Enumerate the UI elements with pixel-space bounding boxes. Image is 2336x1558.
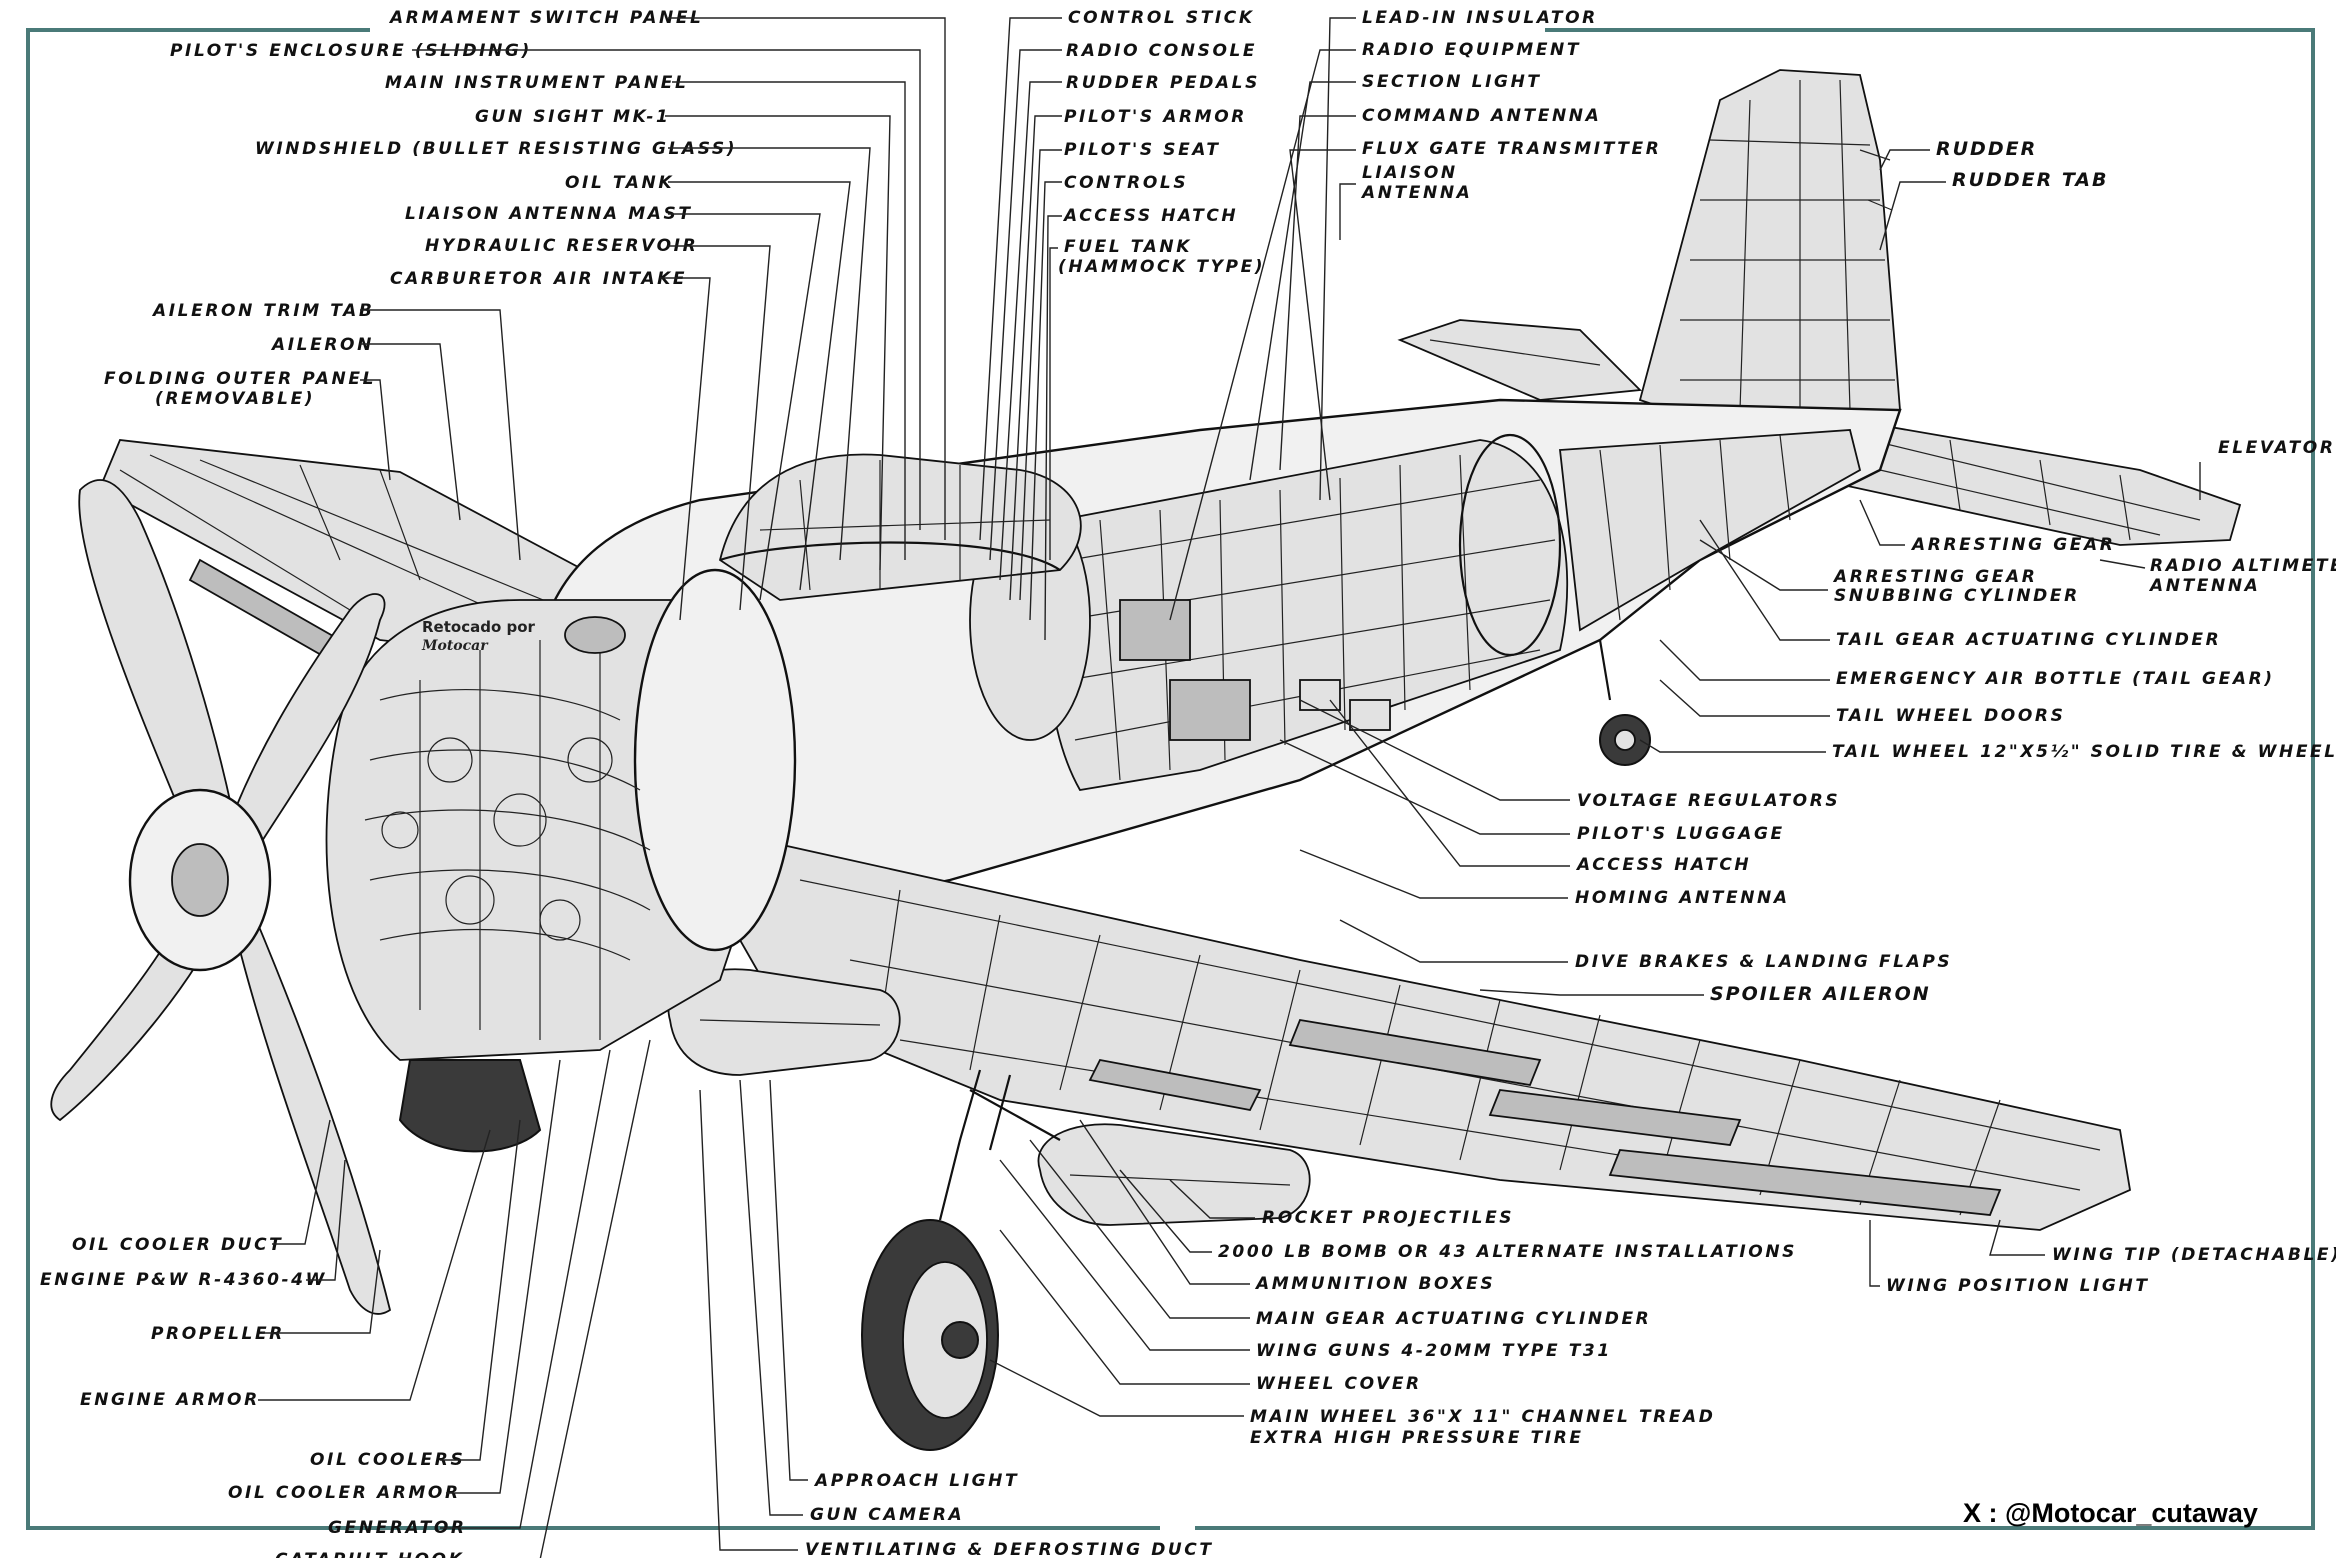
propeller <box>50 479 392 1315</box>
label-carburetor-air-intake: CARBURETOR AIR INTAKE <box>390 269 687 289</box>
label-ventilating-duct: VENTILATING & DEFROSTING DUCT <box>805 1540 1214 1558</box>
label-catapult-hook: CATAPULT HOOK <box>275 1550 464 1558</box>
label-ammunition-boxes: AMMUNITION BOXES <box>1254 1274 1495 1294</box>
label-gun-sight: GUN SIGHT MK-1 <box>475 107 670 127</box>
label-propeller: PROPELLER <box>151 1324 285 1344</box>
label-rocket-projectiles: ROCKET PROJECTILES <box>1262 1208 1514 1228</box>
label-generator: GENERATOR <box>328 1518 467 1538</box>
right-tailplane <box>1818 418 2242 546</box>
label-rudder: RUDDER <box>1936 138 2037 160</box>
label-dive-brakes: DIVE BRAKES & LANDING FLAPS <box>1575 952 1952 972</box>
labels-right: ARRESTING GEAR RADIO ALTIMETER ANTENNA A… <box>1575 535 2336 1005</box>
label-fuel-tank: FUEL TANK <box>1064 237 1192 257</box>
label-lead-in-insulator: LEAD-IN INSULATOR <box>1362 8 1598 28</box>
label-folding-outer-panel: FOLDING OUTER PANEL <box>104 369 376 389</box>
label-wing-tip: WING TIP (DETACHABLE) <box>2052 1245 2336 1265</box>
label-controls: CONTROLS <box>1064 173 1188 193</box>
labels-top-middle: CONTROL STICK RADIO CONSOLE RUDDER PEDAL… <box>1058 8 1265 277</box>
label-oil-tank: OIL TANK <box>565 173 674 193</box>
frame <box>26 28 2315 1530</box>
label-main-instrument-panel: MAIN INSTRUMENT PANEL <box>385 73 688 93</box>
label-spoiler-aileron: SPOILER AILERON <box>1710 983 1931 1005</box>
label-arresting-gear-snubbing-1: ARRESTING GEAR <box>1832 567 2037 587</box>
label-wheel-cover: WHEEL COVER <box>1256 1374 1422 1394</box>
tail-wheel <box>1598 639 1651 766</box>
label-liaison-antenna-2: ANTENNA <box>1360 183 1472 203</box>
labels-bottom-right: ROCKET PROJECTILES 2000 LB BOMB OR 43 AL… <box>1218 1208 2336 1448</box>
label-tail-wheel: TAIL WHEEL 12"X5½" SOLID TIRE & WHEEL <box>1832 742 2336 762</box>
labels-top-right: LEAD-IN INSULATOR RADIO EQUIPMENT SECTIO… <box>1360 8 2336 458</box>
label-emergency-air-bottle: EMERGENCY AIR BOTTLE (TAIL GEAR) <box>1836 669 2275 689</box>
label-homing-antenna: HOMING ANTENNA <box>1575 888 1790 908</box>
retouch-credit-line1: Retocado por <box>422 618 536 636</box>
label-access-hatch-mid: ACCESS HATCH <box>1575 855 1751 875</box>
left-tailplane <box>1397 319 1642 401</box>
label-gun-camera: GUN CAMERA <box>810 1505 964 1525</box>
label-radio-equipment: RADIO EQUIPMENT <box>1362 40 1581 60</box>
label-tail-gear-actuating-cylinder: TAIL GEAR ACTUATING CYLINDER <box>1836 630 2221 650</box>
label-wing-position-light: WING POSITION LIGHT <box>1886 1276 2150 1296</box>
retouch-credit-line2: Motocar <box>421 638 489 654</box>
label-folding-outer-panel-note: (REMOVABLE) <box>155 389 315 409</box>
label-engine: ENGINE P&W R-4360-4W <box>40 1270 327 1290</box>
label-fuel-tank-note: (HAMMOCK TYPE) <box>1058 257 1265 277</box>
retouch-credit: Retocado por Motocar <box>421 618 536 654</box>
vertical-fin <box>1638 69 1901 421</box>
label-aileron: AILERON <box>270 335 374 355</box>
underwing-stores <box>667 968 1311 1226</box>
label-voltage-regulators: VOLTAGE REGULATORS <box>1577 791 1840 811</box>
label-arresting-gear-snubbing-2: SNUBBING CYLINDER <box>1834 586 2080 606</box>
label-main-gear-actuating-cylinder: MAIN GEAR ACTUATING CYLINDER <box>1256 1309 1651 1329</box>
label-liaison-antenna-mast: LIAISON ANTENNA MAST <box>405 204 693 224</box>
label-command-antenna: COMMAND ANTENNA <box>1362 106 1601 126</box>
main-landing-gear <box>861 1069 1061 1451</box>
aircraft-illustration <box>50 69 2242 1451</box>
label-pilots-enclosure: PILOT'S ENCLOSURE (SLIDING) <box>170 41 532 61</box>
label-section-light: SECTION LIGHT <box>1362 72 1542 92</box>
label-control-stick: CONTROL STICK <box>1068 8 1255 28</box>
labels-top-left: ARMAMENT SWITCH PANEL PILOT'S ENCLOSURE … <box>104 8 737 409</box>
labels-bottom-left: OIL COOLER DUCT ENGINE P&W R-4360-4W PRO… <box>40 1235 1214 1558</box>
label-oil-cooler-duct: OIL COOLER DUCT <box>72 1235 283 1255</box>
label-oil-cooler-armor: OIL COOLER ARMOR <box>228 1483 461 1503</box>
label-hydraulic-reservoir: HYDRAULIC RESERVOIR <box>425 236 698 256</box>
label-rudder-tab: RUDDER TAB <box>1952 169 2109 191</box>
label-tail-wheel-doors: TAIL WHEEL DOORS <box>1836 706 2065 726</box>
label-approach-light: APPROACH LIGHT <box>813 1471 1019 1491</box>
label-armament-switch-panel: ARMAMENT SWITCH PANEL <box>388 8 703 28</box>
label-main-wheel-2: EXTRA HIGH PRESSURE TIRE <box>1250 1428 1584 1448</box>
label-windshield: WINDSHIELD (BULLET RESISTING GLASS) <box>255 139 737 159</box>
canopy <box>718 453 1082 601</box>
label-aileron-trim-tab: AILERON TRIM TAB <box>151 301 374 321</box>
label-rudder-pedals: RUDDER PEDALS <box>1066 73 1260 93</box>
label-pilots-armor: PILOT'S ARMOR <box>1064 107 1247 127</box>
label-arresting-gear: ARRESTING GEAR <box>1910 535 2115 555</box>
label-radio-console: RADIO CONSOLE <box>1066 41 1257 61</box>
leader-lines <box>258 17 2201 1558</box>
watermark-handle: X : @Motocar_cutaway <box>1963 1498 2258 1528</box>
label-flux-gate-transmitter: FLUX GATE TRANSMITTER <box>1362 139 1661 159</box>
label-wing-guns: WING GUNS 4-20MM TYPE T31 <box>1256 1341 1612 1361</box>
label-engine-armor: ENGINE ARMOR <box>80 1390 260 1410</box>
label-elevator: ELEVATOR <box>2218 438 2336 458</box>
engine-section <box>325 568 797 1153</box>
label-oil-coolers: OIL COOLERS <box>310 1450 465 1470</box>
label-radio-altimeter-antenna-2: ANTENNA <box>2148 576 2260 596</box>
label-main-wheel-1: MAIN WHEEL 36"X 11" CHANNEL TREAD <box>1250 1407 1716 1427</box>
label-pilots-luggage: PILOT'S LUGGAGE <box>1577 824 1785 844</box>
right-wing <box>698 839 2132 1231</box>
label-liaison-antenna-1: LIAISON <box>1362 163 1458 183</box>
label-pilots-seat: PILOT'S SEAT <box>1064 140 1221 160</box>
label-access-hatch-top: ACCESS HATCH <box>1062 206 1238 226</box>
label-radio-altimeter-antenna-1: RADIO ALTIMETER <box>2150 556 2336 576</box>
label-bomb: 2000 LB BOMB OR 43 ALTERNATE INSTALLATIO… <box>1218 1242 1797 1262</box>
